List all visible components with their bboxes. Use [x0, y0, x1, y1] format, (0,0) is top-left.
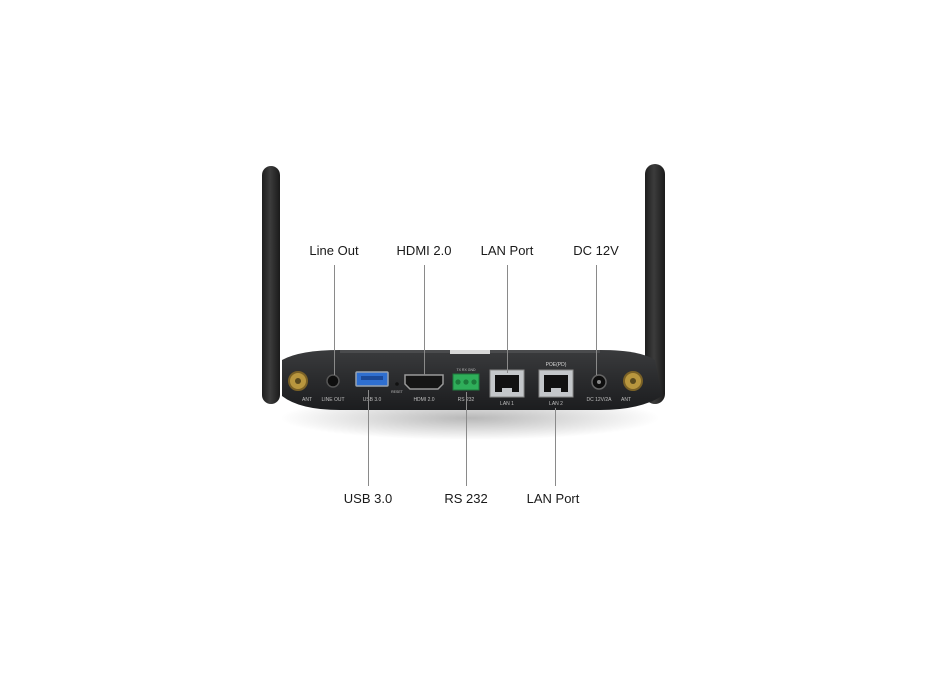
center-label-plate [450, 350, 490, 354]
leader-usb [368, 390, 369, 486]
leader-rs232 [466, 392, 467, 486]
panel-label-hdmi: HDMI 2.0 [413, 397, 434, 403]
hdmi-port [404, 374, 444, 390]
leader-lan-top [507, 265, 508, 373]
reset-button [395, 382, 399, 386]
connector-pin-icon [630, 378, 636, 384]
leader-dc [596, 265, 597, 375]
usb-tongue [361, 376, 383, 380]
callout-hdmi: HDMI 2.0 [396, 243, 452, 258]
panel-label-rs232-pins: TX RX GND [456, 368, 476, 372]
panel-label-ant-right: ANT [621, 397, 631, 403]
callout-lan-port-top: LAN Port [480, 243, 534, 258]
panel-label-poe: POE(PD) [546, 362, 567, 368]
panel-label-lan1: LAN 1 [500, 401, 514, 407]
leader-hdmi [424, 265, 425, 375]
panel-label-ant-left: ANT [302, 397, 312, 403]
leader-line-out [334, 265, 335, 375]
leader-lan-bottom [555, 408, 556, 486]
panel-label-dc: DC 12V/2A [586, 397, 612, 403]
callout-lan-port-bottom: LAN Port [526, 491, 580, 506]
line-out-port [326, 374, 340, 388]
panel-label-reset: RESET [391, 390, 404, 394]
callout-line-out: Line Out [309, 243, 359, 258]
callout-rs232: RS 232 [444, 491, 488, 506]
panel-label-lan2: LAN 2 [549, 401, 563, 407]
left-antenna [262, 166, 280, 404]
callout-usb: USB 3.0 [343, 491, 393, 506]
panel-label-line-out: LINE OUT [321, 397, 344, 403]
right-antenna [645, 164, 665, 404]
callout-dc: DC 12V [573, 243, 619, 258]
panel-label-usb: USB 3.0 [363, 397, 382, 403]
connector-pin-icon [295, 378, 301, 384]
